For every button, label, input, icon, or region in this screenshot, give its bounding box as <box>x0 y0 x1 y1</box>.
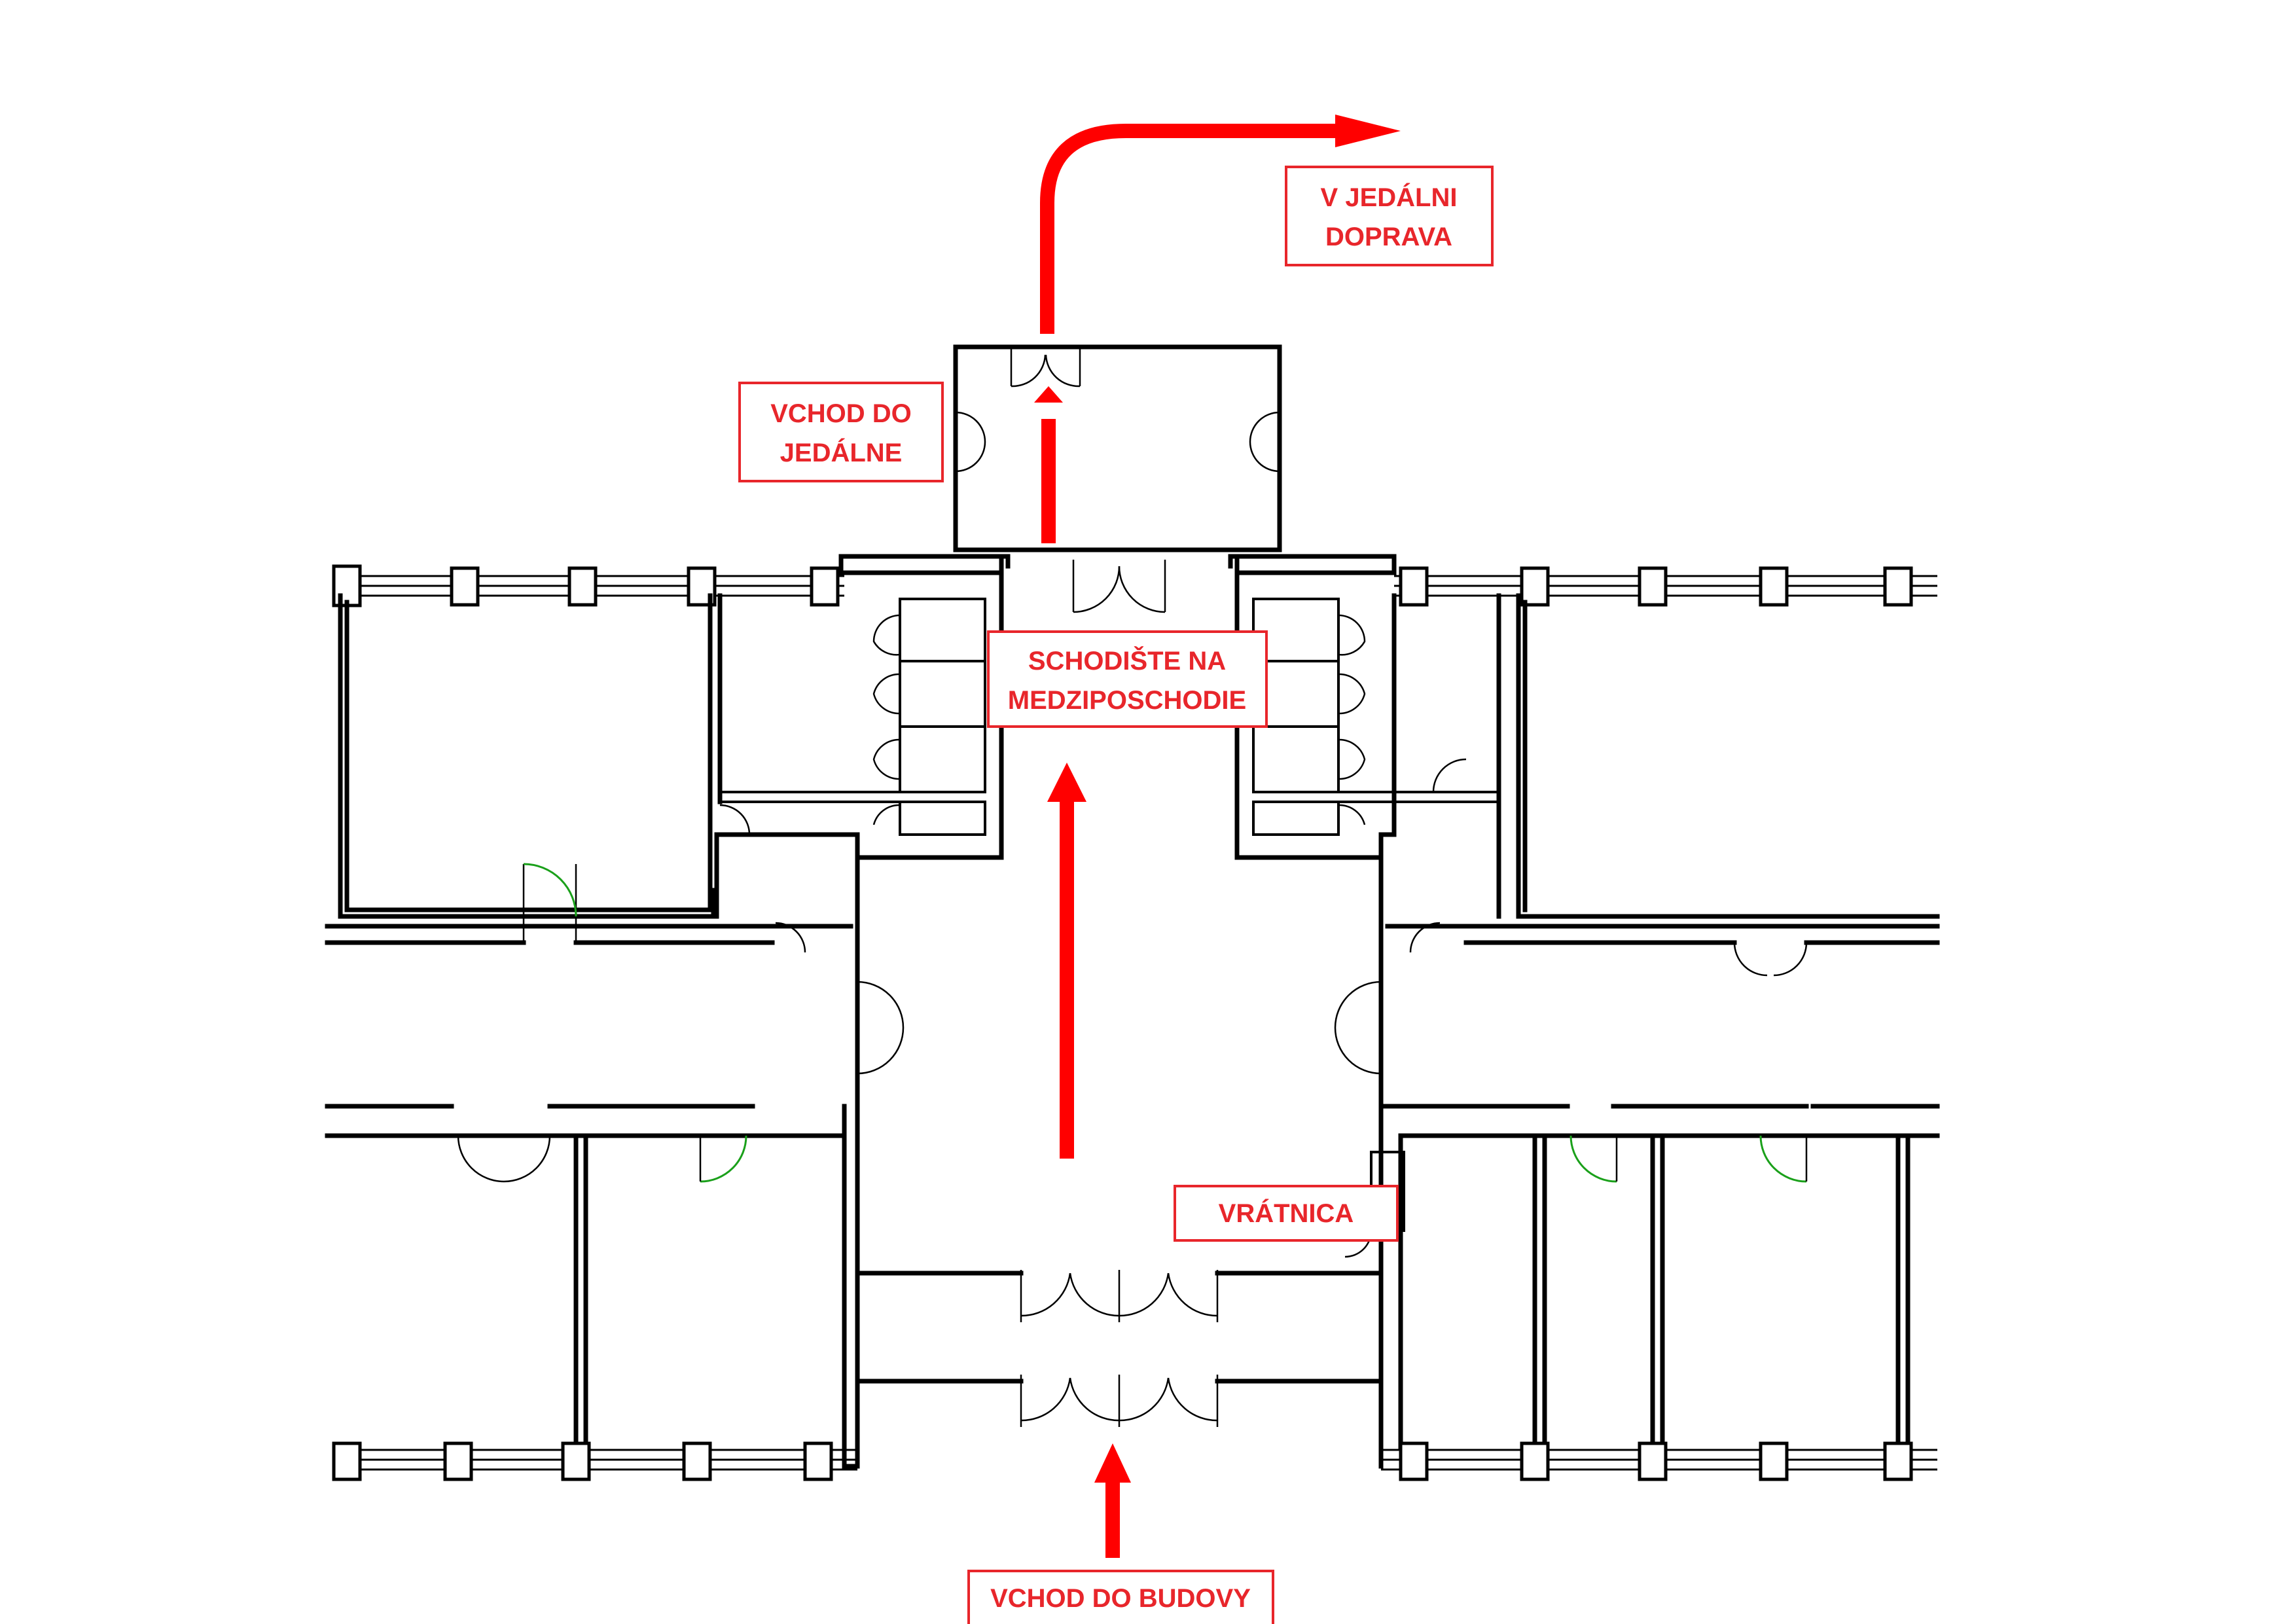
label-dining-entrance-line1: VCHOD DO <box>770 399 912 428</box>
bottom-window-left <box>332 1441 857 1481</box>
route-arrowhead-vestibule <box>1034 386 1063 403</box>
route-arrow-curved <box>1040 124 1342 334</box>
top-window-right <box>1394 566 1937 607</box>
route-arrows <box>1034 115 1401 1558</box>
label-staircase-line1: SCHODIŠTE NA <box>1028 645 1226 676</box>
lower-left-rooms <box>325 1104 847 1469</box>
label-dining-right-line1: V JEDÁLNI <box>1321 183 1458 212</box>
label-dining-entrance-line2: JEDÁLNE <box>780 438 903 467</box>
label-building-entrance: VCHOD DO BUDOVY <box>967 1570 1274 1624</box>
bottom-window-right <box>1381 1441 1937 1481</box>
route-arrowhead-right <box>1335 115 1401 147</box>
label-dining-right-line2: DOPRAVA <box>1325 223 1452 251</box>
stalls-right <box>1252 598 1366 836</box>
stalls-left <box>872 598 986 836</box>
label-reception-text: VRÁTNICA <box>1219 1199 1354 1228</box>
route-arrowhead-entrance <box>1094 1443 1131 1483</box>
dining-vestibule <box>953 344 1282 552</box>
upper-right-rooms <box>1338 593 1940 977</box>
upper-walls <box>714 554 1397 939</box>
route-arrowhead-hall <box>1047 763 1086 802</box>
top-window-left <box>332 564 844 607</box>
label-dining-right: V JEDÁLNI DOPRAVA <box>1285 166 1494 266</box>
label-staircase-line2: MEDZIPOSCHODIE <box>1008 686 1246 715</box>
label-building-entrance-text: VCHOD DO BUDOVY <box>990 1584 1251 1613</box>
lower-right-rooms <box>1344 1104 1940 1449</box>
label-dining-entrance: VCHOD DO JEDÁLNE <box>738 382 944 482</box>
label-reception: VRÁTNICA <box>1174 1185 1399 1242</box>
label-staircase: SCHODIŠTE NA MEDZIPOSCHODIE <box>987 630 1268 728</box>
entrance-doors <box>842 1270 1384 1469</box>
upper-left-rooms <box>325 593 900 953</box>
